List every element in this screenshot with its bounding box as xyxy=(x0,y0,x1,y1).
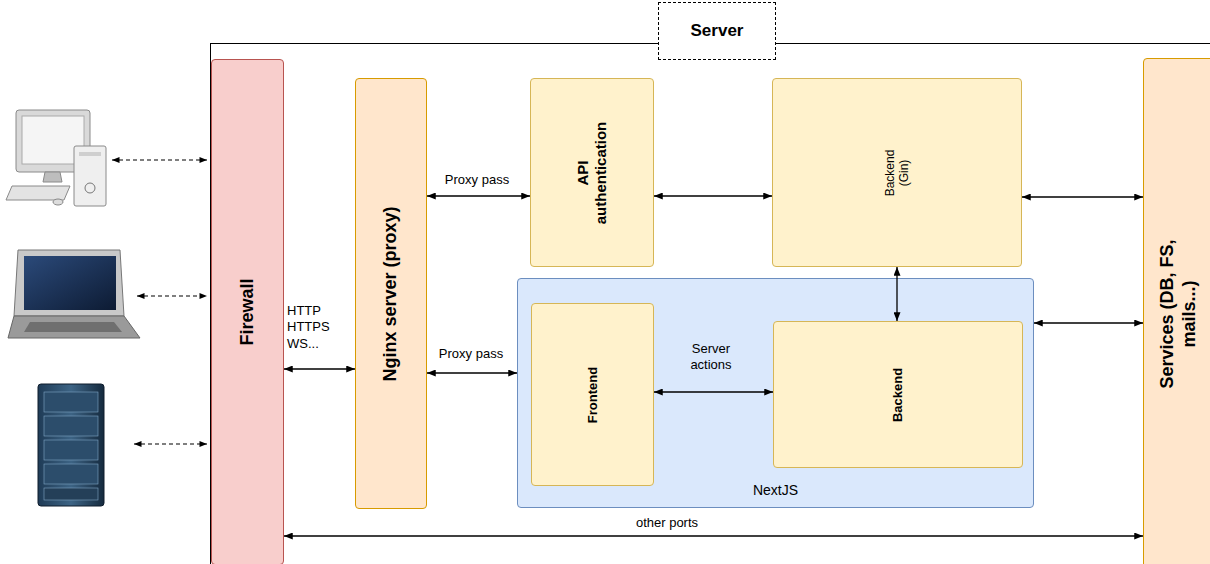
box-label: Frontend xyxy=(585,320,601,470)
diagram-title: Server xyxy=(691,21,744,41)
backend-box: Backend (Gin) xyxy=(772,78,1022,267)
server-region: Firewall Nginx server (proxy) API authenti… xyxy=(210,43,1210,564)
frontend-box: Frontend xyxy=(531,303,654,486)
connector-arrow xyxy=(1034,322,1143,323)
box-label: Backend xyxy=(890,330,906,460)
connector-arrow xyxy=(427,372,517,373)
connector-arrow xyxy=(284,368,355,369)
edge-label: HTTP HTTPS WS... xyxy=(287,303,337,352)
proxy-box: Nginx server (proxy) xyxy=(355,78,427,509)
backend-box: Backend xyxy=(773,321,1023,468)
client-link xyxy=(112,160,207,444)
auth-box: API authentication xyxy=(530,78,654,267)
title-frame: Server xyxy=(658,2,776,60)
firewall-box: Firewall xyxy=(211,59,284,564)
box-label: API authentication xyxy=(574,113,610,233)
desktop-icon xyxy=(6,110,106,206)
edge-label: other ports xyxy=(607,515,727,531)
box-label: Firewall xyxy=(237,162,259,462)
laptop-icon xyxy=(8,250,140,338)
edge-label: Server actions xyxy=(676,341,746,374)
server-rack-icon xyxy=(38,384,104,506)
connector-arrow xyxy=(284,535,1143,536)
edge-label: Proxy pass xyxy=(432,172,522,188)
connector-arrow xyxy=(654,195,772,196)
connector-arrow xyxy=(427,195,530,196)
box-label: Nginx server (proxy) xyxy=(380,104,402,484)
box-label: Services (DB, FS, mails...) xyxy=(1157,219,1200,409)
connector-arrow xyxy=(1022,196,1143,197)
edge-label: Proxy pass xyxy=(426,346,516,362)
services-box: Services (DB, FS, mails...) xyxy=(1143,58,1210,564)
nextjs-group: Frontend BackendNextJS xyxy=(517,278,1034,508)
group-label: NextJS xyxy=(518,482,1033,499)
box-label: Backend (Gin) xyxy=(883,143,912,203)
